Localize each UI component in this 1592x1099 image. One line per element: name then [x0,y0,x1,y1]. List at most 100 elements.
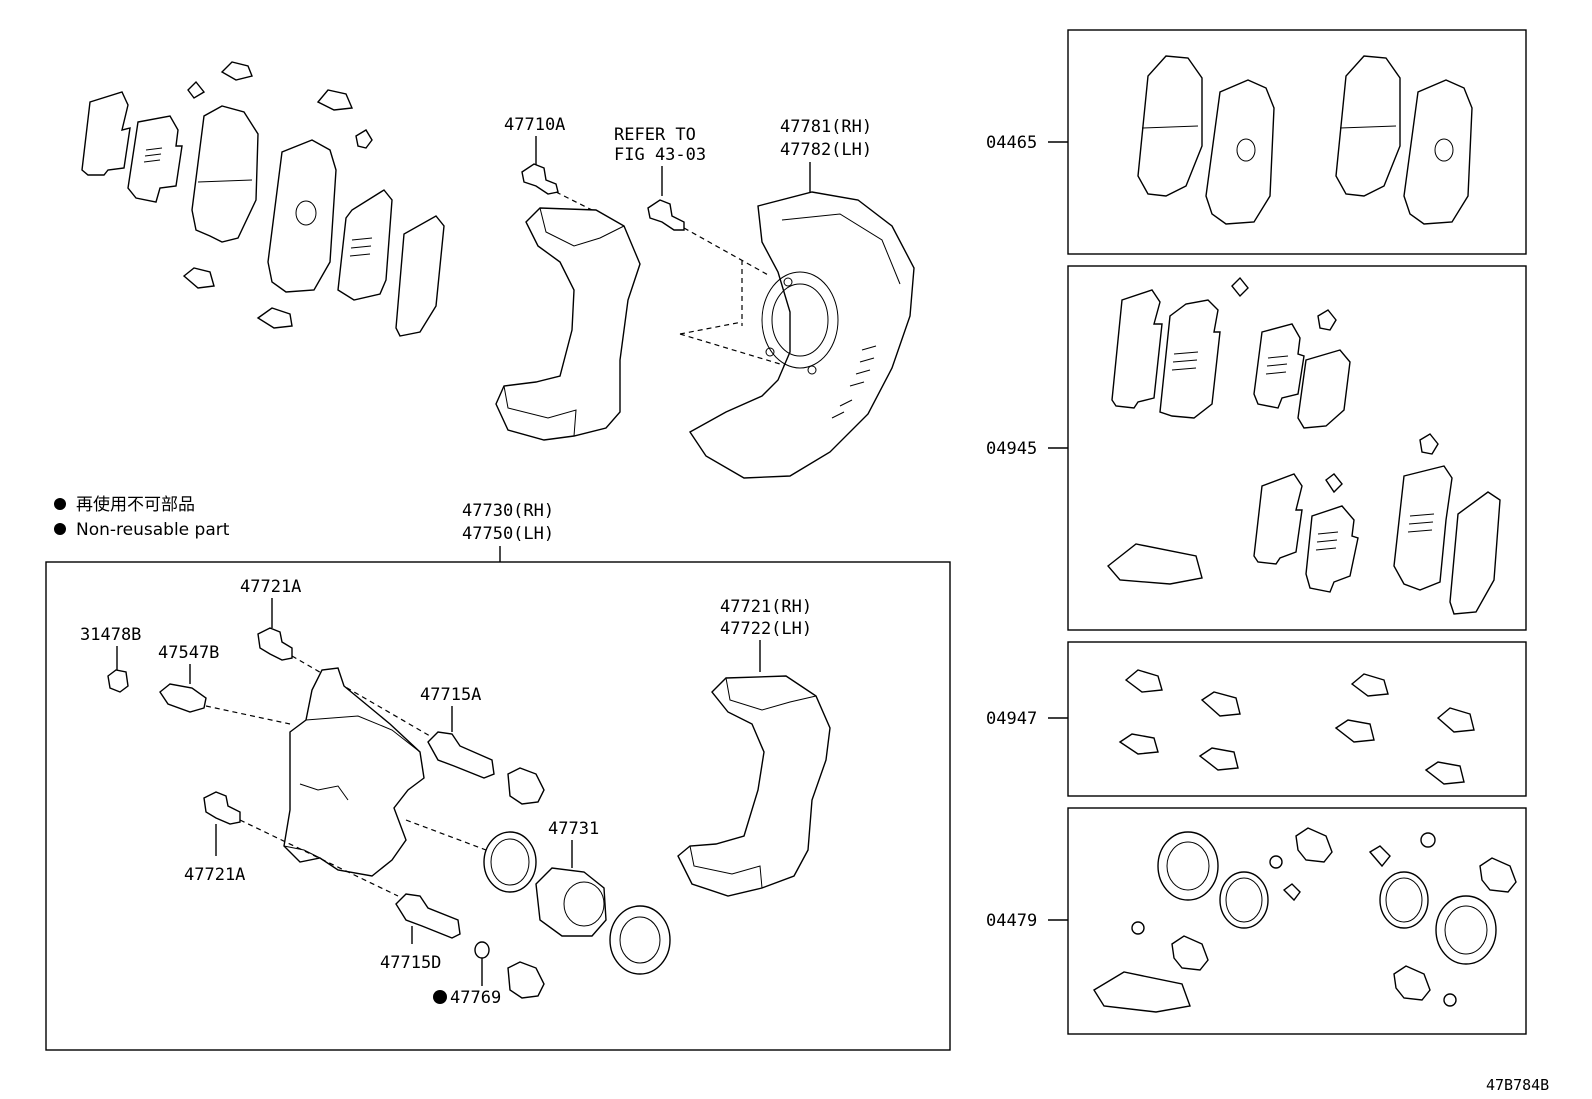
kit-04945-shim-1 [1111,289,1163,409]
pad-support-clip-1 [220,61,253,81]
pad-support-clip-4 [182,267,215,289]
kit-frame-04947 [1067,641,1527,797]
disc-brake-dust-cover: 47781(RH) 47782(LH) [688,117,915,479]
label-47731: 47731 [548,819,599,839]
kit-code-04465: 04465 [986,133,1037,153]
kit-04479: 04479 [986,807,1527,1035]
kit-04947-clip-3 [1118,733,1159,755]
pad-shim-outer-right [395,215,445,337]
kit-04479-pin-boot-2 [1171,935,1209,971]
legend: 再使用不可部品 Non-reusable part [54,494,230,540]
label-47730-rh: 47730(RH) [462,501,554,521]
kit-04945-shim-3 [1253,323,1305,409]
cylinder-piston-47731 [535,867,607,937]
kit-04479-grease-packet [1093,971,1191,1013]
kit-04479-cap-1 [1269,855,1283,869]
kit-frame-04945 [1067,265,1527,631]
caliper-cylinder-body [283,667,425,877]
caliper-mounting-bracket-top [495,207,641,441]
label-47547B: 47547B [158,643,219,663]
caliper-assembly-group: 47730(RH) 47750(LH) 47721A 31478B 47547B… [45,501,951,1051]
kit-04947-clip-1 [1124,669,1163,693]
kit-04945-grease-packet [1106,543,1203,585]
cylinder-boot [609,905,671,975]
guide-pin-boot-lower [507,961,545,999]
pad-set-exploded [81,61,445,337]
refer-note: REFER TO FIG 43-03 [614,125,801,371]
piston-seal [483,831,537,893]
bleeder-cap-31478B [107,669,129,693]
kit-04465-pad-1 [1137,55,1203,197]
kit-04465-pad-3 [1335,55,1401,197]
kit-04945-clip-1 [1231,276,1249,298]
top-mounting-group: 47710A [495,115,641,441]
kit-04479-bushing-2 [1368,845,1391,868]
kit-04465-pad-2 [1205,79,1275,225]
kit-04945-shim-2 [1159,299,1221,419]
label-47710A: 47710A [504,115,565,135]
figure-id: 47B784B [1486,1076,1549,1094]
brake-pad-inner [267,139,337,293]
pad-shim-outer-left [81,91,131,176]
dust-cover-shield [688,191,915,479]
kit-code-04479: 04479 [986,911,1037,931]
bolt-47721A-bottom [203,791,241,825]
kit-04465: 04465 [986,29,1527,255]
kit-04479-cap-3 [1420,832,1436,848]
kit-frame-04479 [1067,807,1527,1035]
kit-04945-shim-5 [1253,473,1303,565]
guide-pin-boot-upper [507,767,545,805]
pad-wear-indicator [355,129,373,149]
caliper-mounting-bracket [677,675,831,897]
kit-04945-shim-4 [1297,349,1351,429]
bleeder-cap-47769 [474,941,490,959]
kit-04479-pin-boot-3 [1479,857,1517,893]
label-47750-lh: 47750(LH) [462,524,554,544]
label-47715A: 47715A [420,685,481,705]
legend-bullet-en [54,523,66,535]
dust-cover-bolt [647,199,685,231]
kit-04479-seal-1 [1219,871,1269,929]
label-47715D: 47715D [380,953,441,973]
kit-04945-clip-3 [1419,433,1439,455]
kit-04945-shim-7 [1393,465,1453,591]
kit-04947: 04947 [986,641,1527,797]
legend-text-en: Non-reusable part [76,520,230,540]
kit-04479-seal-2 [1379,871,1429,929]
kit-04465-pad-4 [1403,79,1473,225]
kit-04947-clip-7 [1436,707,1475,733]
label-47721A-bottom: 47721A [184,865,245,885]
caliper-mounting-bolt [521,163,559,195]
kit-04479-bushing-1 [1282,883,1301,902]
refer-note-line1: REFER TO [614,125,696,145]
label-47721A-top: 47721A [240,577,301,597]
kit-04947-clip-8 [1424,761,1465,785]
kit-04479-pin-boot-4 [1393,965,1431,1001]
label-47769: 47769 [450,988,501,1008]
caliper-assembly-frame [45,561,951,1051]
label-47782-lh: 47782(LH) [780,140,872,160]
pad-support-clip-5 [256,307,293,329]
bolt-47721A-top [257,627,293,661]
kit-code-04945: 04945 [986,439,1037,459]
legend-text-ja: 再使用不可部品 [76,494,195,515]
kit-04945-shim-6 [1305,505,1359,593]
kit-04947-clip-2 [1200,691,1241,717]
kit-04479-cap-2 [1131,921,1145,935]
pad-support-clip-2 [187,80,206,99]
pad-shim-inner-right [337,189,393,301]
kit-frame-04465 [1067,29,1527,255]
kit-04479-cap-4 [1443,993,1457,1007]
kit-04947-clip-6 [1334,719,1375,743]
kit-04479-pin-boot-1 [1295,827,1333,863]
bleeder-plug-47547B [159,683,207,713]
pad-shim-inner-left [127,115,183,203]
pad-support-clip-3 [316,89,354,111]
legend-bullet-ja [54,498,66,510]
label-47781-rh: 47781(RH) [780,117,872,137]
label-47722-lh: 47722(LH) [720,619,812,639]
kit-code-04947: 04947 [986,709,1037,729]
non-reusable-marker [433,990,447,1004]
kit-04945: 04945 [986,265,1527,631]
